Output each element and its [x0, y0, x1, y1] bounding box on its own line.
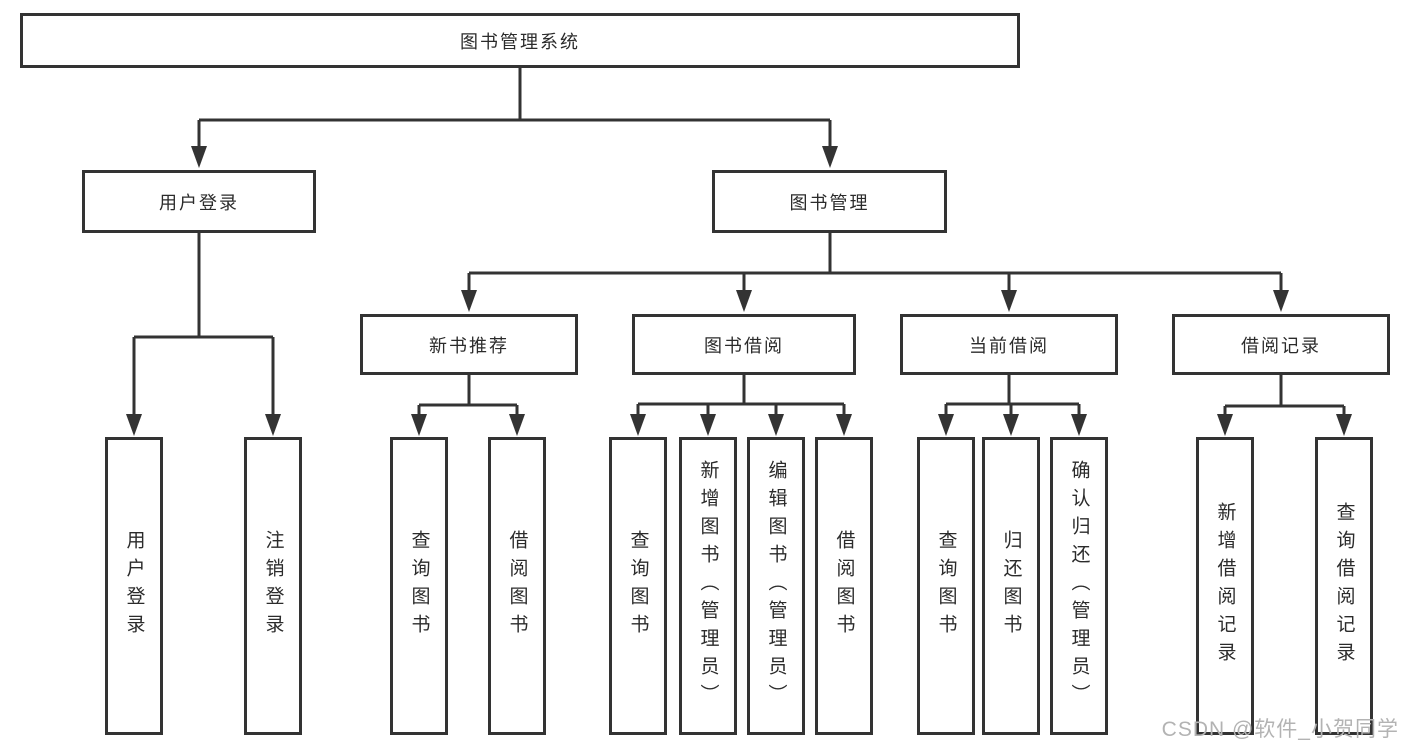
- node-root-label: 图书管理系统: [460, 31, 580, 52]
- edge-user-login-rail: [132, 233, 275, 418]
- arrow-icon: [1003, 414, 1019, 436]
- edge-book-mgmt-rail: [467, 233, 1283, 294]
- leaf-query-borrow-record-label: 查询借阅记录: [1333, 502, 1355, 670]
- arrow-icon: [1217, 414, 1233, 436]
- leaf-logout-label: 注销登录: [262, 530, 284, 642]
- leaf-add-borrow-record: 新增借阅记录: [1196, 437, 1254, 735]
- arrow-icon: [1336, 414, 1352, 436]
- node-book-management: 图书管理: [712, 170, 947, 233]
- node-user-login: 用户登录: [82, 170, 316, 233]
- arrow-icon: [411, 414, 427, 436]
- leaf-add-books-admin-label: 新增图书（管理员）: [697, 460, 719, 712]
- leaf-user-login: 用户登录: [105, 437, 163, 735]
- arrow-icon: [822, 146, 838, 168]
- leaf-query-books-borrow-label: 查询图书: [627, 530, 649, 642]
- arrow-icon: [1001, 290, 1017, 312]
- arrowheads: [126, 146, 1352, 436]
- leaf-borrow-books: 借阅图书: [815, 437, 873, 735]
- leaf-user-login-label: 用户登录: [123, 530, 145, 642]
- leaf-return-books-label: 归还图书: [1000, 530, 1022, 642]
- leaf-query-books-borrow: 查询图书: [609, 437, 667, 735]
- node-book-borrow: 图书借阅: [632, 314, 856, 375]
- leaf-query-books-current: 查询图书: [917, 437, 975, 735]
- arrow-icon: [191, 146, 207, 168]
- leaf-edit-books-admin-label: 编辑图书（管理员）: [765, 460, 787, 712]
- node-user-login-label: 用户登录: [159, 192, 239, 213]
- edge-new-book-rail: [417, 375, 519, 418]
- leaf-borrow-books-label: 借阅图书: [833, 530, 855, 642]
- edge-book-borrow-rail: [636, 375, 846, 418]
- leaf-return-books: 归还图书: [982, 437, 1040, 735]
- leaf-query-books-recommend-label: 查询图书: [408, 530, 430, 642]
- arrow-icon: [938, 414, 954, 436]
- arrow-icon: [630, 414, 646, 436]
- leaf-confirm-return-admin: 确认归还（管理员）: [1050, 437, 1108, 735]
- leaf-borrow-books-recommend-label: 借阅图书: [506, 530, 528, 642]
- arrow-icon: [461, 290, 477, 312]
- arrow-icon: [768, 414, 784, 436]
- edge-root-rail: [197, 68, 832, 150]
- arrow-icon: [836, 414, 852, 436]
- node-root: 图书管理系统: [20, 13, 1020, 68]
- arrow-icon: [736, 290, 752, 312]
- leaf-add-books-admin: 新增图书（管理员）: [679, 437, 737, 735]
- edge-current-borrow-rail: [944, 375, 1081, 418]
- arrow-icon: [126, 414, 142, 436]
- node-borrow-records-label: 借阅记录: [1241, 335, 1321, 356]
- node-new-book-recommend: 新书推荐: [360, 314, 578, 375]
- node-book-borrow-label: 图书借阅: [704, 335, 784, 356]
- leaf-logout: 注销登录: [244, 437, 302, 735]
- leaf-edit-books-admin: 编辑图书（管理员）: [747, 437, 805, 735]
- arrow-icon: [265, 414, 281, 436]
- arrow-icon: [1071, 414, 1087, 436]
- leaf-borrow-books-recommend: 借阅图书: [488, 437, 546, 735]
- arrow-icon: [509, 414, 525, 436]
- leaf-confirm-return-admin-label: 确认归还（管理员）: [1068, 460, 1090, 712]
- arrow-icon: [1273, 290, 1289, 312]
- node-current-borrow: 当前借阅: [900, 314, 1118, 375]
- leaf-add-borrow-record-label: 新增借阅记录: [1214, 502, 1236, 670]
- node-borrow-records: 借阅记录: [1172, 314, 1390, 375]
- node-book-management-label: 图书管理: [789, 192, 870, 213]
- leaf-query-books-recommend: 查询图书: [390, 437, 448, 735]
- node-current-borrow-label: 当前借阅: [969, 335, 1049, 356]
- node-new-book-recommend-label: 新书推荐: [429, 335, 509, 356]
- arrow-icon: [700, 414, 716, 436]
- leaf-query-books-current-label: 查询图书: [935, 530, 957, 642]
- edge-borrow-records-rail: [1223, 375, 1346, 418]
- leaf-query-borrow-record: 查询借阅记录: [1315, 437, 1373, 735]
